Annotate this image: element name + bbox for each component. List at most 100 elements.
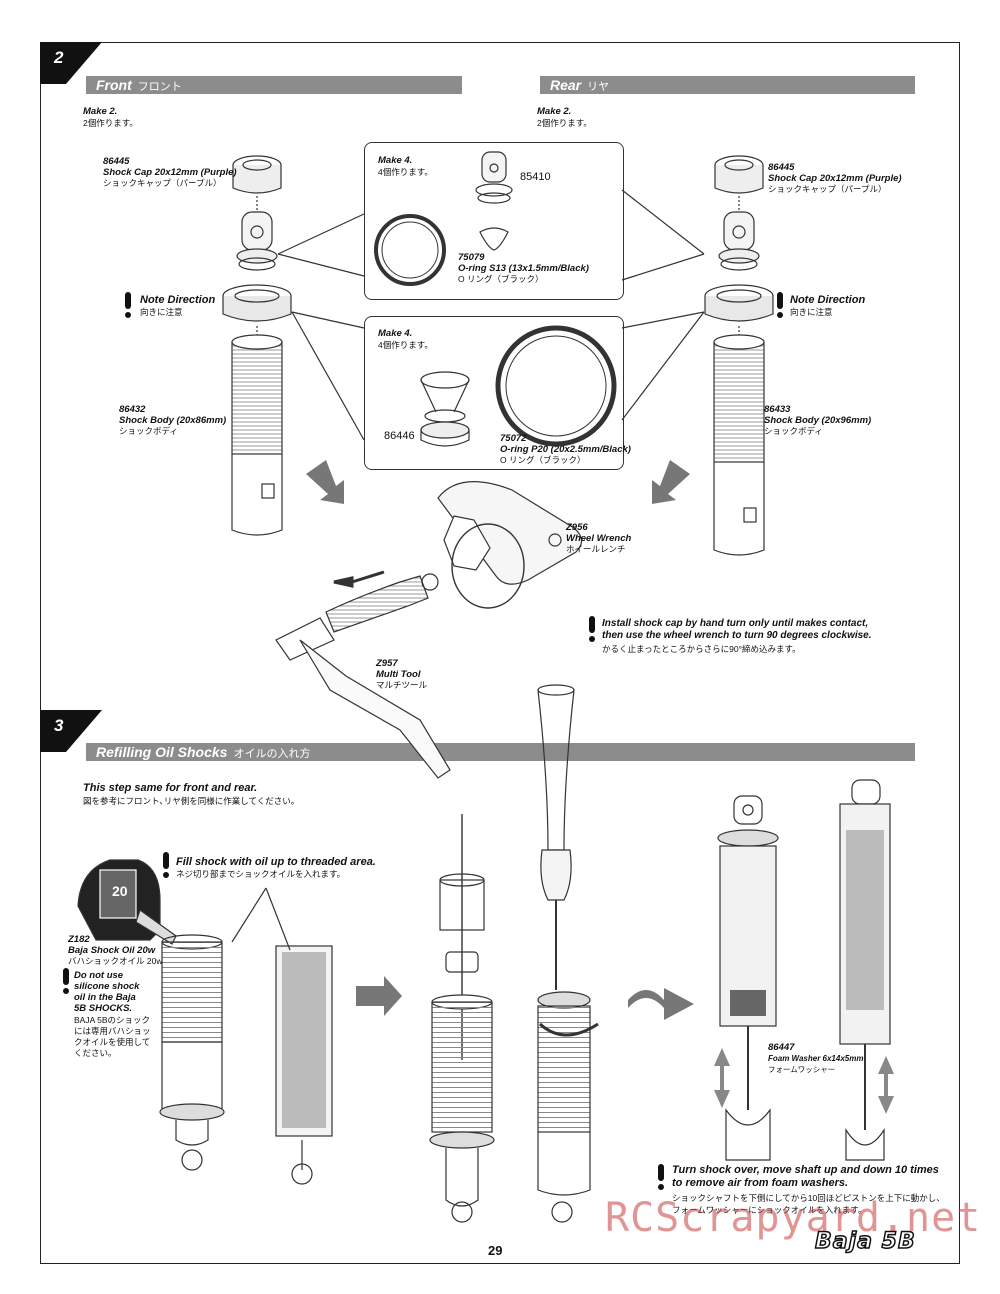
rear-cap-part-number: 86445 — [768, 162, 795, 173]
callout1-oring-name: O-ring S13 (13x1.5mm/Black) — [458, 263, 589, 274]
rod-end-85410 — [475, 151, 513, 251]
callout2-oring-name: O-ring P20 (20x2.5mm/Black) — [500, 444, 631, 455]
inverted-shock-section-drawing — [839, 779, 891, 1161]
silicone-warning-jp1: BAJA 5Bのショック — [74, 1015, 151, 1025]
watermark: RCScrapyard.net — [605, 1195, 982, 1241]
warning-icon — [658, 1164, 664, 1190]
callout1-part-ref: 85410 — [520, 171, 551, 183]
turn-shock-instruction-jp2: フォームワッシャーにショックオイルを入れます。 — [672, 1205, 867, 1215]
callout1-oring-part: 75079 — [458, 252, 485, 263]
turn-shock-instruction-jp1: ショックシャフトを下側にしてから10回ほどピストンを上下に動かし、 — [672, 1193, 945, 1203]
oil-name-jp: バハショックオイル 20w — [68, 956, 163, 966]
front-rod-end — [236, 211, 278, 271]
turn-shock-instruction-line2: to remove air from foam washers. — [672, 1177, 849, 1189]
callout2-oring-name-jp: O リング（ブラック） — [500, 455, 586, 465]
turn-shock-instruction-line1: Turn shock over, move shaft up and down … — [672, 1164, 939, 1176]
warning-icon — [589, 616, 595, 642]
step-3-number: 3 — [54, 716, 64, 735]
wrench-name: Wheel Wrench — [566, 533, 632, 544]
wheel-wrench-drawing — [437, 481, 583, 609]
baja-5b-logo: Baja 5B — [814, 1228, 916, 1255]
screwdriver-drawing — [537, 684, 575, 990]
silicone-warning-line2: silicone shock — [74, 981, 140, 992]
front-body-part-number: 86432 — [119, 404, 146, 415]
rear-shock-cap — [714, 155, 764, 194]
rear-note-direction: Note Direction — [790, 294, 866, 306]
oil-bottle-label: 20 — [112, 883, 128, 899]
rear-body-name-jp: ショックボディ — [764, 426, 823, 436]
front-make-count-jp: 2個作ります。 — [83, 118, 138, 128]
refill-title-jp: オイルの入れ方 — [233, 748, 311, 760]
warning-icon — [163, 852, 169, 878]
multitool-name-jp: マルチツール — [376, 680, 428, 690]
rear-section-bar: Rear リヤ — [540, 76, 915, 94]
silicone-warning-line4: 5B SHOCKS. — [74, 1003, 133, 1014]
refill-section-bar: Refilling Oil Shocks オイルの入れ方 — [86, 743, 915, 761]
silicone-warning-line3: oil in the Baja — [74, 992, 136, 1003]
inverted-shock-drawing — [717, 795, 779, 1161]
front-shock-cap — [232, 155, 282, 194]
warning-icon — [63, 968, 69, 994]
front-body-name: Shock Body (20x86mm) — [119, 415, 227, 426]
front-shock-body — [231, 334, 283, 536]
silicone-warning-jp3: クオイルを使用して — [74, 1037, 151, 1047]
warning-icon — [125, 292, 131, 318]
rear-title-jp: リヤ — [587, 81, 610, 93]
rear-rod-end — [718, 211, 760, 271]
install-instruction-line1: Install shock cap by hand turn only unti… — [602, 618, 869, 629]
rear-cap-name: Shock Cap 20x12mm (Purple) — [768, 173, 902, 184]
callout-oring-p20 — [364, 316, 624, 470]
refill-title: Refilling Oil Shocks — [96, 744, 228, 760]
foam-washer-name: Foam Washer 6x14x5mm — [768, 1054, 864, 1063]
callout2-make-count-jp: 4個作ります。 — [378, 340, 433, 350]
oil-bottle-drawing — [77, 859, 177, 945]
callout1-make-count-jp: 4個作ります。 — [378, 167, 433, 177]
shock-cross-section-drawing — [275, 945, 333, 1185]
front-cap-part-number: 86445 — [103, 156, 130, 167]
page-frame — [40, 42, 960, 1264]
callout1-make-count: Make 4. — [378, 155, 413, 166]
multitool-name: Multi Tool — [376, 669, 421, 680]
foam-washer-part-number: 86447 — [768, 1042, 795, 1053]
install-instruction-line2: then use the wheel wrench to turn 90 deg… — [602, 630, 872, 641]
collar-86446 — [420, 371, 470, 447]
silicone-warning-jp4: ください。 — [74, 1048, 117, 1058]
callout2-oring-part: 75072 — [500, 433, 527, 444]
silicone-warning-jp2: には専用バハショッ — [74, 1026, 151, 1036]
oil-name: Baja Shock Oil 20w — [68, 945, 156, 956]
rear-shock-body — [713, 334, 765, 556]
callout2-part-ref: 86446 — [384, 430, 415, 442]
rear-body-name: Shock Body (20x96mm) — [764, 415, 872, 426]
step-2-number: 2 — [54, 48, 64, 67]
front-note-direction-jp: 向きに注意 — [140, 307, 183, 317]
multitool-part-number: Z957 — [376, 658, 398, 669]
rear-cap-name-jp: ショックキャップ（パープル） — [768, 184, 887, 194]
rear-make-count: Make 2. — [537, 106, 572, 117]
wrench-part-number: Z956 — [566, 522, 588, 533]
front-cap-name: Shock Cap 20x12mm (Purple) — [103, 167, 237, 178]
front-make-count: Make 2. — [83, 106, 118, 117]
front-note-direction: Note Direction — [140, 294, 216, 306]
rear-note-direction-jp: 向きに注意 — [790, 307, 833, 317]
callout2-make-count: Make 4. — [378, 328, 413, 339]
rear-collar — [704, 284, 774, 322]
front-collar — [222, 284, 292, 322]
step-3-badge — [40, 710, 102, 752]
foam-washer-name-jp: フォームワッシャー — [768, 1065, 836, 1074]
shock-cap-turn-drawing — [537, 991, 599, 1223]
oil-part-number: Z182 — [68, 934, 90, 945]
front-title: Front — [96, 77, 132, 93]
install-instruction-jp: かるく止まったところからさらに90°締め込みます。 — [602, 644, 801, 654]
shock-filled-drawing — [159, 934, 225, 1171]
page-number: 29 — [488, 1243, 503, 1258]
fill-instruction-jp: ネジ切り部までショックオイルを入れます。 — [176, 869, 346, 879]
refill-same-note-jp: 図を参考にフロント､リヤ側を同様に作業してください。 — [83, 796, 300, 806]
shock-with-multitool-drawing — [275, 573, 451, 779]
rear-title: Rear — [550, 77, 582, 93]
wrench-name-jp: ホイールレンチ — [566, 544, 626, 554]
shock-shaft-assembly-drawing — [429, 814, 495, 1223]
rear-body-part-number: 86433 — [764, 404, 791, 415]
step-2-badge — [40, 42, 102, 84]
